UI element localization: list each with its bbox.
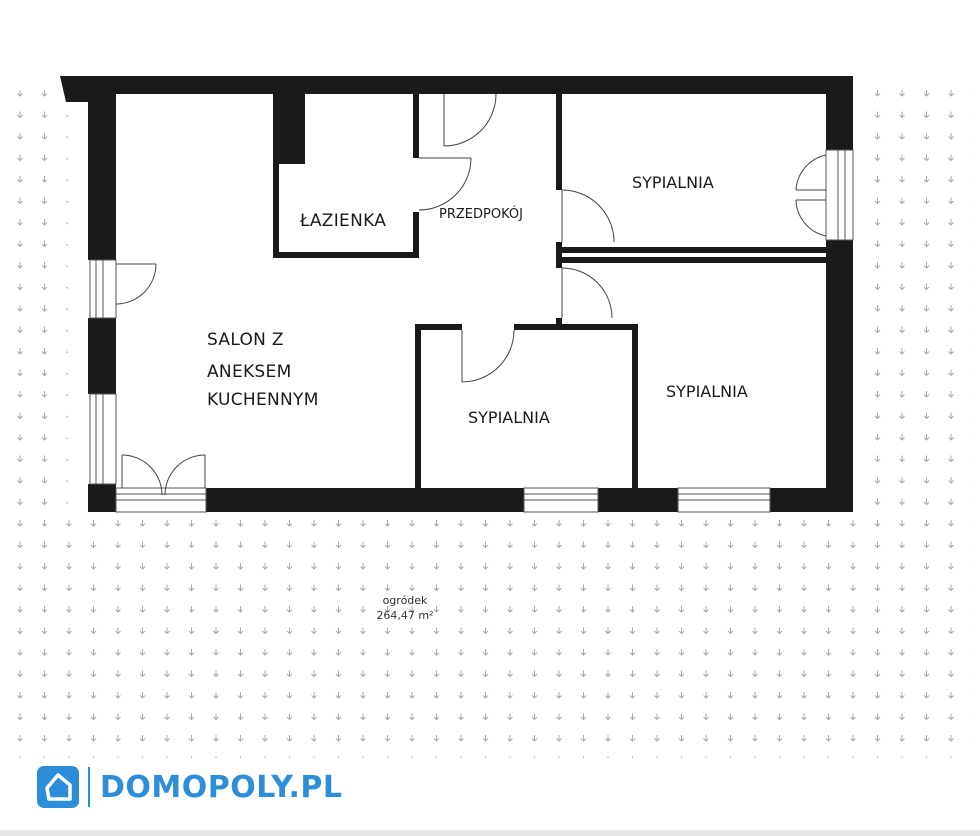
walls (60, 76, 853, 512)
garden-label-block: ogródek 264,47 m² (355, 593, 455, 623)
room-label-hallway: PRZEDPOKÓJ (439, 207, 523, 222)
brand-name: DOMOPOLY.PL (100, 769, 343, 805)
room-label-salon-line2: ANEKSEM (207, 362, 292, 382)
bedroom-right-top-wall (556, 257, 826, 263)
right-wall-upper (826, 94, 853, 150)
bedroom-mid-left-wall (415, 324, 421, 488)
left-wall-bottom (88, 484, 116, 512)
bedroom-mid-right-wall (632, 324, 638, 488)
room-label-bedroom-right: SYPIALNIA (666, 382, 748, 401)
garden-area: 264,47 m² (376, 609, 434, 622)
bedroom-mid-top-wall-right (514, 324, 638, 330)
hall-wall-right-middle (556, 242, 562, 268)
right-wall-lower (826, 240, 853, 512)
bottom-divider (0, 830, 980, 836)
top-wall (60, 76, 853, 102)
left-wall-middle (88, 318, 116, 394)
room-label-salon-line3: KUCHENNYM (207, 390, 319, 410)
bedroom-top-bottom-wall (562, 247, 826, 253)
room-label-bathroom: ŁAZIENKA (300, 211, 387, 231)
garden-grass-area (8, 86, 973, 758)
windows (89, 149, 854, 513)
left-wall-upper (88, 94, 116, 260)
bedroom-mid-top-wall-left (415, 324, 462, 330)
room-label-bedroom-middle: SYPIALNIA (468, 408, 550, 427)
brand-logo-block: DOMOPOLY.PL (37, 766, 342, 808)
bathroom-wall-right-upper (413, 94, 419, 158)
bottom-wall-1 (206, 488, 524, 512)
bathroom-wall-left (273, 94, 279, 258)
brand-divider (88, 767, 90, 807)
bottom-wall-3 (770, 488, 853, 512)
hall-wall-right-upper (556, 94, 562, 190)
room-label-bedroom-top-right: SYPIALNIA (632, 173, 714, 192)
bathroom-wall-bottom (273, 252, 419, 258)
bathroom-wall-right-lower (413, 212, 419, 258)
garden-label: ogródek (382, 594, 428, 607)
doors (115, 93, 827, 496)
bottom-wall-2 (598, 488, 678, 512)
room-label-salon-line1: SALON Z (207, 330, 284, 350)
house-logo-icon (37, 766, 79, 808)
hall-wall-right-lower (556, 318, 562, 328)
